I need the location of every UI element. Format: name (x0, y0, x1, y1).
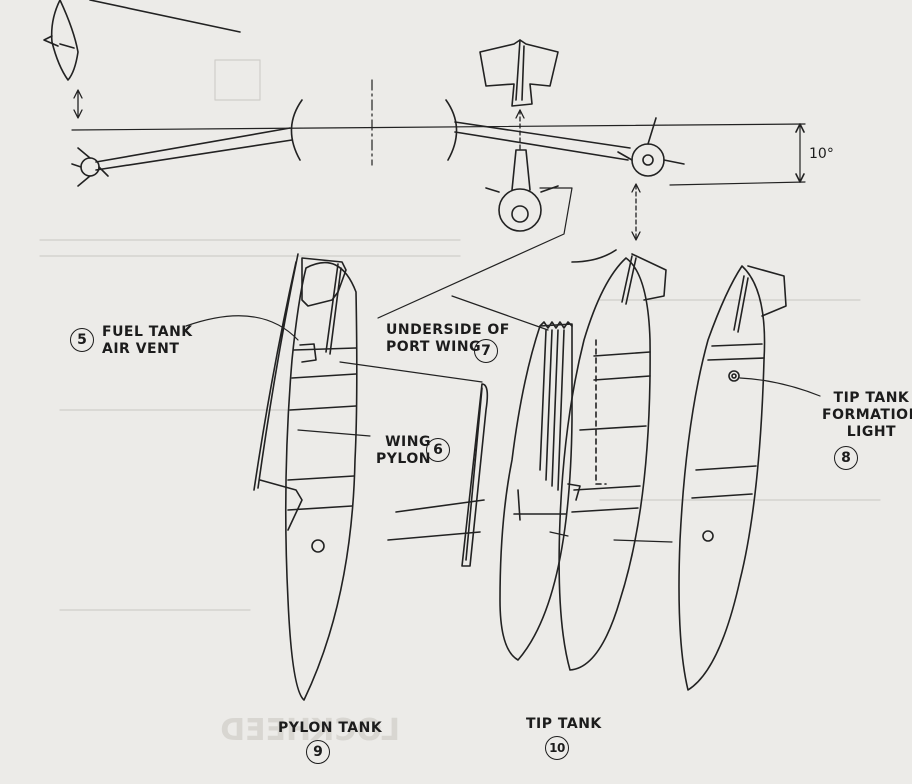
tip-tank-label: TIP TANK (526, 716, 602, 732)
fuel-tank-air-vent-label: FUEL TANK AIR VENT (102, 324, 193, 358)
label-line: UNDERSIDE OF (386, 322, 510, 338)
horizontal-reference-line (71, 123, 806, 131)
wing-underside-detail (479, 39, 559, 107)
callout-number-7: 7 (474, 339, 498, 363)
tip-tank-inner-view (499, 321, 581, 661)
left-wing (95, 127, 293, 171)
underside-of-port-wing-label: UNDERSIDE OF PORT WING (386, 322, 510, 356)
tip-tank-arrow-1 (549, 531, 569, 537)
pylon-tank-front (485, 149, 559, 232)
label-line: FUEL TANK (102, 324, 193, 340)
callout-number-8: 8 (834, 446, 858, 470)
label-line: AIR VENT (102, 341, 180, 357)
front-view-aircraft (43, 0, 806, 319)
tip-tank-formation-light-label: TIP TANK FORMATION LIGHT (822, 390, 912, 441)
label-line: PYLON (376, 451, 431, 467)
label-line: LIGHT (846, 424, 897, 440)
angle-dimension (669, 123, 806, 186)
right-tip-tank-front (617, 117, 685, 177)
callout-number-9: 9 (306, 740, 330, 764)
angle-label-10-degrees: 10° (809, 146, 834, 162)
leader-lines (185, 295, 549, 437)
fuselage-section (290, 79, 458, 166)
corner-aircraft-nose (43, 0, 241, 81)
left-tip-tank-front (71, 147, 109, 187)
label-line: PORT WING (386, 339, 482, 355)
tip-tank-arrow-2 (613, 539, 673, 543)
callout-number-10: 10 (545, 736, 569, 760)
background-bleed-through (39, 59, 881, 611)
label-line: WING (385, 434, 431, 450)
wing-pylon-label: WING PYLON (376, 434, 431, 468)
right-wing (454, 121, 631, 161)
wing-pylon-view (387, 383, 489, 567)
label-line: TIP TANK (833, 390, 910, 406)
label-line: FORMATION (822, 407, 912, 423)
pylon-tank-label: PYLON TANK (278, 720, 383, 736)
callout-number-5: 5 (70, 328, 94, 352)
tip-tank-outer-view (558, 249, 667, 671)
callout-number-6: 6 (426, 438, 450, 462)
detail-arrows (73, 89, 641, 241)
pylon-tank-view (253, 253, 358, 701)
tip-tank-formation-light-view (678, 265, 821, 691)
